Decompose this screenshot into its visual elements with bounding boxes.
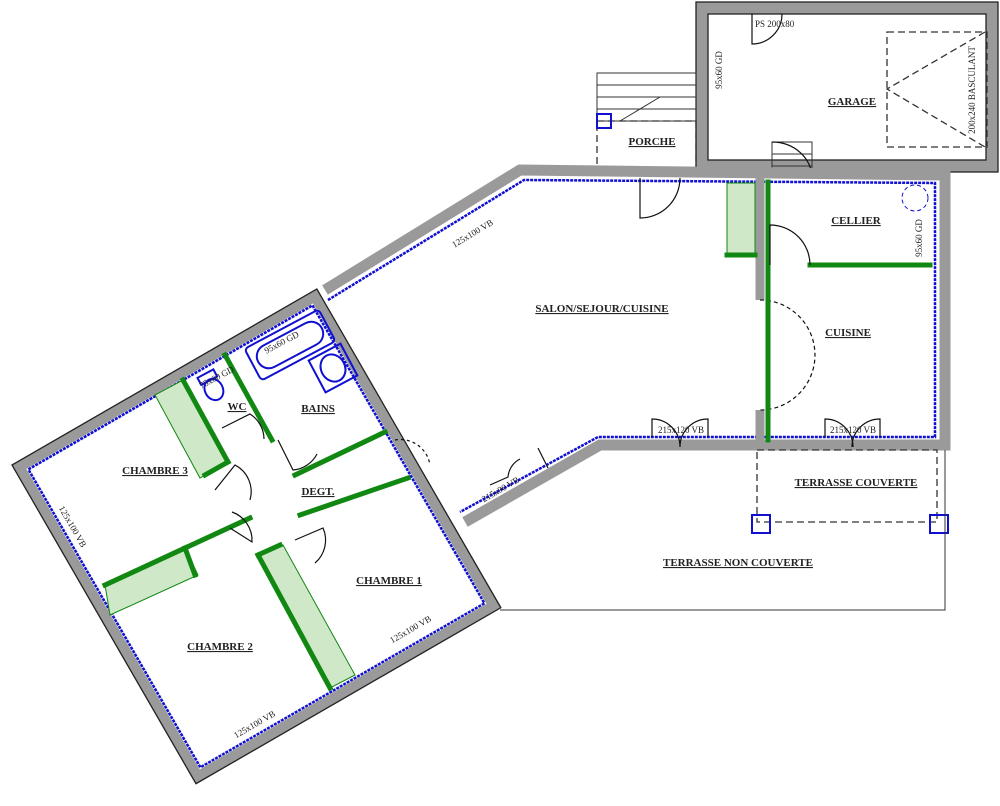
garage-door-swing (751, 13, 783, 45)
chambre1-closet (257, 544, 356, 689)
label-chambre3: CHAMBRE 3 (122, 465, 188, 477)
label-porche: PORCHE (628, 136, 675, 148)
label-salon: SALON/SEJOUR/CUISINE (535, 303, 668, 315)
label-chambre1: CHAMBRE 1 (356, 575, 422, 587)
salon-bay-door (651, 418, 709, 448)
cuisine-bay-door (824, 418, 881, 448)
dim-cuisine-bay: 215x120 VB (830, 425, 876, 435)
label-wc: WC (228, 401, 247, 413)
garage-basculant-door (885, 31, 988, 148)
washbasin-icon (307, 342, 359, 394)
dim-garage-basculant: 200x240 BASCULANT (967, 46, 977, 134)
toilet-icon (196, 368, 225, 402)
boiler-icon (901, 184, 929, 212)
cellier-door (769, 224, 811, 266)
label-garage: GARAGE (828, 96, 876, 108)
dim-garage-door: PS 200x80 (755, 19, 795, 29)
garage-walls (695, 1, 999, 173)
main-walls (322, 164, 951, 527)
bedroom-doors (214, 413, 431, 564)
porche-stairs (596, 72, 697, 171)
chambre2-closet (104, 547, 199, 616)
label-cellier: CELLIER (831, 215, 882, 227)
label-cuisine: CUISINE (825, 327, 871, 339)
dim-cellier-window: 95x60 GD (914, 219, 924, 257)
salon-bay-door-2 (489, 447, 549, 486)
entry-door (639, 177, 681, 219)
porche-pillar (596, 113, 612, 129)
label-terrasse-non-couverte: TERRASSE NON COUVERTE (663, 557, 813, 569)
terrasse-couverte (751, 449, 949, 534)
cellier-closet (726, 182, 756, 256)
bedroom-partitions (101, 351, 412, 692)
dim-salon-bay-1: 215x120 VB (658, 425, 704, 435)
terrasse-non-couverte-outline (500, 450, 946, 611)
label-chambre2: CHAMBRE 2 (187, 641, 253, 653)
label-bains: BAINS (301, 403, 335, 415)
kitchen-opening (759, 299, 816, 411)
label-terrasse-couverte: TERRASSE COUVERTE (795, 477, 918, 489)
dim-garage-window: 95x60 GD (714, 51, 724, 89)
label-degt: DEGT. (301, 486, 334, 498)
bedroom-wing-walls (11, 288, 502, 785)
